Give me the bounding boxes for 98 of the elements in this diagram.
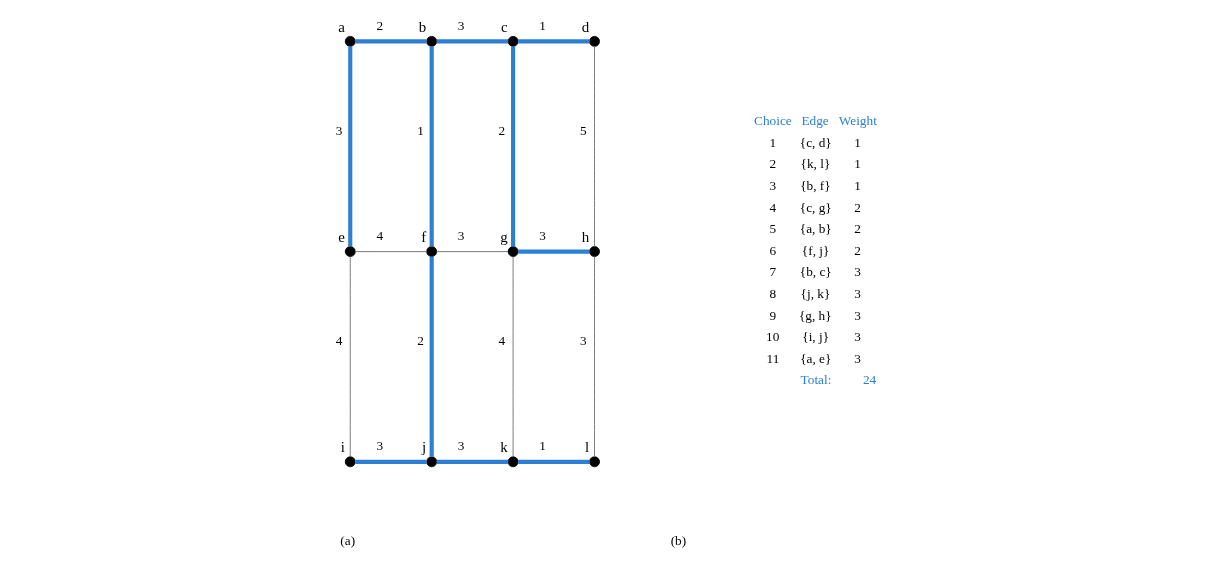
label: {a, b} xyxy=(799,221,832,237)
node-label: j xyxy=(421,439,426,456)
connector xyxy=(436,459,508,464)
label: 3 xyxy=(853,264,861,280)
node-label: d xyxy=(581,18,589,35)
label: {i, j} xyxy=(801,329,829,345)
label: 4 xyxy=(768,199,776,215)
connector xyxy=(347,46,352,247)
label: {a, e} xyxy=(799,350,831,366)
label: {b, f} xyxy=(799,177,831,193)
label: 3 xyxy=(853,329,861,345)
label: 8 xyxy=(768,285,776,301)
label: 10 xyxy=(765,329,779,345)
node-circle xyxy=(507,456,518,468)
connector xyxy=(429,256,434,457)
label: Choice xyxy=(753,113,792,129)
label: 11 xyxy=(766,350,779,366)
edge-label: 1 xyxy=(416,122,424,138)
edge-label: 2 xyxy=(375,17,383,33)
node-label: i xyxy=(340,439,345,456)
connector xyxy=(593,46,595,247)
label: 1 xyxy=(768,134,776,150)
label: 1 xyxy=(853,134,861,150)
edge-label: 1 xyxy=(538,17,546,33)
edge-label: 3 xyxy=(579,332,587,348)
node-circle xyxy=(425,35,437,47)
label: 3 xyxy=(853,285,861,301)
label: 1 xyxy=(853,177,861,193)
connector xyxy=(517,39,589,44)
connector xyxy=(517,459,589,464)
edge-label: 3 xyxy=(457,17,464,33)
label: {b, c} xyxy=(799,264,832,280)
connector xyxy=(354,39,427,44)
label: 24 xyxy=(862,372,876,388)
node-circle xyxy=(344,456,356,468)
connector xyxy=(354,459,427,464)
edge-label: 1 xyxy=(538,438,546,454)
edge-label: 2 xyxy=(416,332,424,348)
label: (b) xyxy=(670,532,686,548)
label: {g, h} xyxy=(798,307,832,323)
label: 2 xyxy=(768,156,776,172)
label: 6 xyxy=(768,242,776,258)
edge-label: 4 xyxy=(498,332,505,348)
node-label: a xyxy=(337,18,345,35)
edge-label: 3 xyxy=(457,227,464,243)
node-label: l xyxy=(584,439,589,456)
label: (a) xyxy=(339,532,355,548)
label: 5 xyxy=(768,221,776,237)
connector xyxy=(435,251,509,253)
edge-label: 3 xyxy=(335,122,342,138)
node-label: c xyxy=(500,18,508,35)
node-circle xyxy=(344,35,356,47)
label: 2 xyxy=(853,199,861,215)
edge-label: 5 xyxy=(579,122,587,138)
label: 9 xyxy=(768,307,776,323)
connector xyxy=(593,256,595,458)
node-circle xyxy=(344,246,356,257)
node-label: e xyxy=(337,228,345,245)
label: {c, d} xyxy=(799,134,832,150)
connector xyxy=(512,256,514,458)
label: 1 xyxy=(853,156,861,172)
node-label: g xyxy=(499,228,508,245)
node-circle xyxy=(588,246,600,257)
edge-label: 3 xyxy=(375,438,383,454)
node-label: h xyxy=(581,228,589,245)
node-circle xyxy=(425,246,437,257)
connector xyxy=(429,46,434,247)
label: 7 xyxy=(768,264,776,280)
label: Total: xyxy=(800,372,831,388)
node-circle xyxy=(588,35,600,47)
label: {f, j} xyxy=(801,242,829,258)
node-label: f xyxy=(420,228,426,245)
node-label: k xyxy=(499,439,508,456)
edge-label: 3 xyxy=(538,227,546,243)
label: {k, l} xyxy=(800,156,830,172)
connector xyxy=(510,46,515,247)
label: 2 xyxy=(853,221,861,237)
label: 2 xyxy=(853,242,861,258)
edge-label: 2 xyxy=(498,122,505,138)
label: 3 xyxy=(768,177,776,193)
label: Weight xyxy=(838,113,877,129)
edge-label: 4 xyxy=(375,227,383,243)
edge-label: 3 xyxy=(457,438,464,454)
edge-label: 4 xyxy=(335,332,342,348)
label: {c, g} xyxy=(799,199,832,215)
connector xyxy=(349,256,351,458)
connector xyxy=(436,39,508,44)
node-circle xyxy=(425,456,437,468)
label: 3 xyxy=(853,350,861,366)
label: Edge xyxy=(800,113,829,129)
node-circle xyxy=(507,246,518,257)
node-circle xyxy=(507,35,518,47)
label: {j, k} xyxy=(800,285,830,301)
label: 3 xyxy=(853,307,861,323)
connector xyxy=(354,251,427,253)
connector xyxy=(517,249,589,254)
node-label: b xyxy=(418,18,426,35)
node-circle xyxy=(588,456,600,468)
